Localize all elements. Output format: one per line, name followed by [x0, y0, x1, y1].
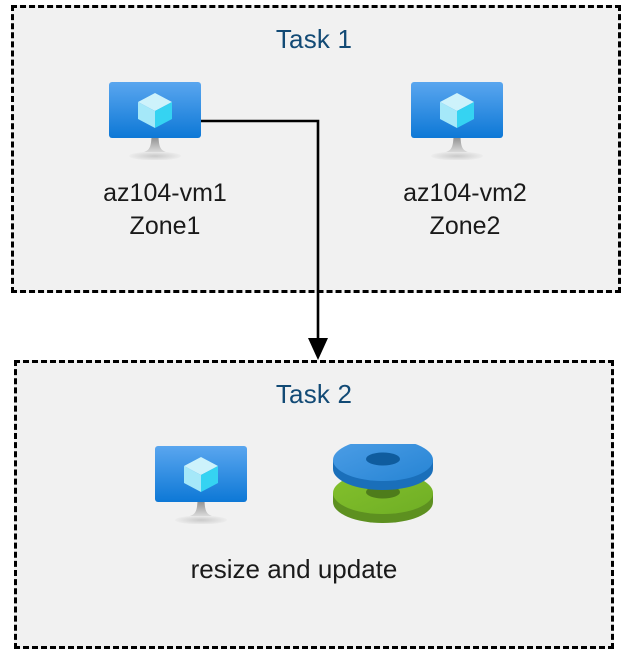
task-2-caption: resize and update — [190, 554, 398, 584]
azure-virtual-machine-icon — [155, 446, 247, 524]
vm2-label: az104-vm2 Zone2 — [403, 179, 527, 240]
disk-blue — [333, 444, 433, 490]
azure-virtual-machine-icon — [109, 82, 201, 160]
azure-virtual-machine-icon — [411, 82, 503, 160]
task-2-title: Task 2 — [275, 379, 353, 409]
vm1-label: az104-vm1 Zone1 — [103, 179, 227, 240]
task-2-container — [14, 360, 614, 649]
azure-disks-icon — [330, 444, 436, 528]
task-1-title: Task 1 — [275, 24, 353, 54]
